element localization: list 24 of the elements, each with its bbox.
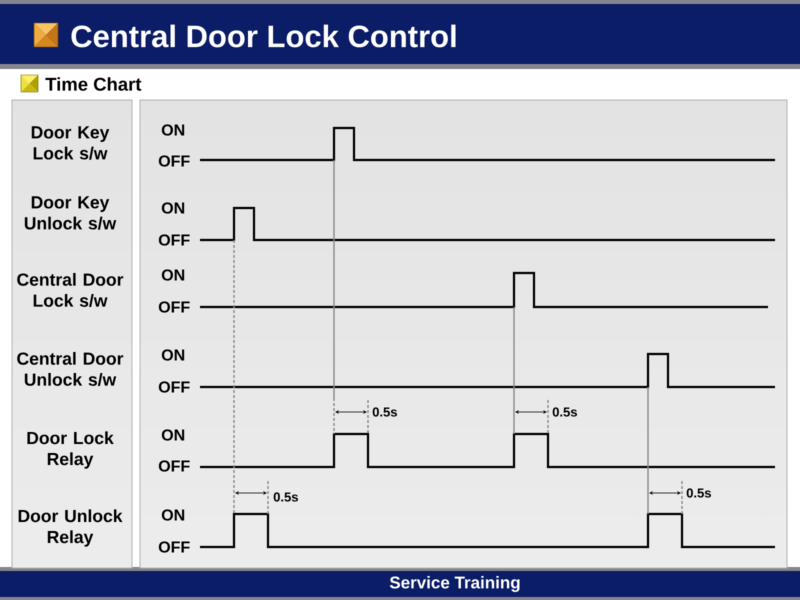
- signal-name: Door Unlock Relay: [18, 509, 123, 547]
- duration-label: 0.5s: [552, 407, 577, 417]
- state-label: ON: [162, 349, 184, 361]
- duration-label: 0.5s: [274, 492, 298, 502]
- signal-name: Central Door Lock s/w: [17, 272, 124, 308]
- duration-label: 0.5s: [686, 488, 711, 498]
- signal-name: Central Door Unlock s/w: [17, 352, 124, 386]
- signal-name: Door Key Unlock s/w: [24, 196, 116, 230]
- state-label: OFF: [158, 301, 190, 313]
- state-label: OFF: [158, 460, 190, 472]
- state-label: ON: [162, 202, 184, 214]
- signal-name: Door Key Lock s/w: [32, 126, 110, 160]
- state-label: ON: [162, 269, 184, 281]
- section-heading: Time Chart: [45, 77, 142, 91]
- state-label: ON: [162, 429, 184, 441]
- state-label: OFF: [158, 155, 190, 167]
- title: Central Door Lock Control: [71, 24, 456, 48]
- state-label: OFF: [158, 234, 190, 246]
- signal-name: Door Lock Relay: [27, 431, 114, 469]
- state-label: OFF: [158, 381, 190, 393]
- state-label: ON: [162, 509, 184, 521]
- duration-label: 0.5s: [372, 407, 397, 417]
- state-label: ON: [162, 124, 184, 136]
- state-label: OFF: [158, 541, 190, 553]
